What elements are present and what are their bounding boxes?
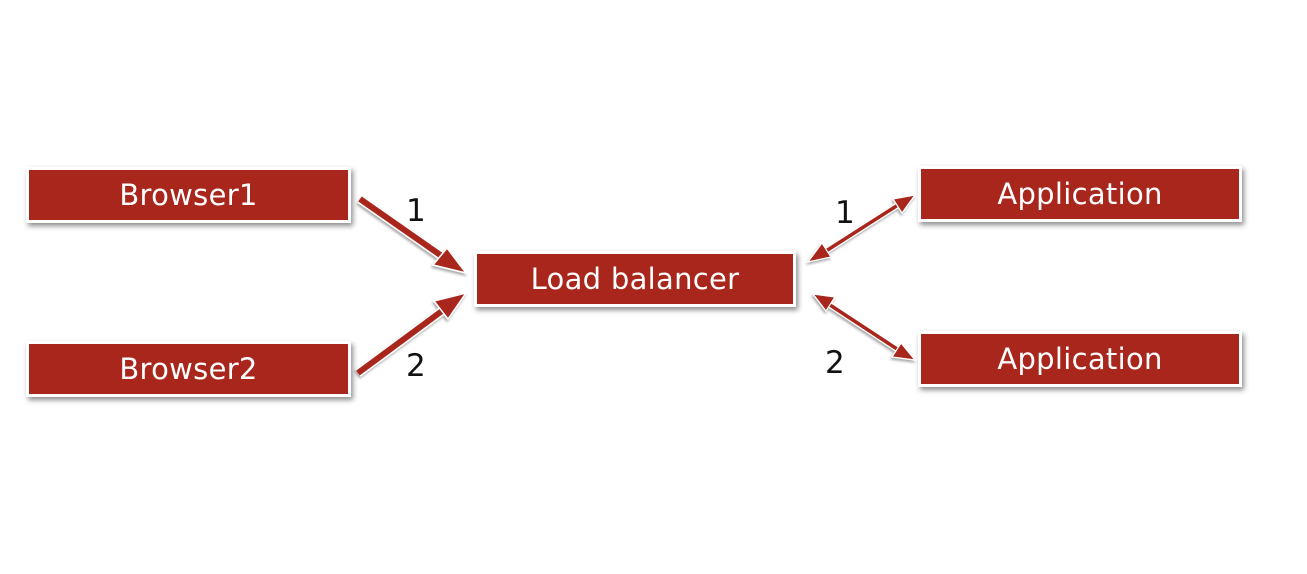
application-2-label: Application	[997, 342, 1163, 376]
browser2-box: Browser2	[26, 341, 351, 397]
edge-label-browser1-lb: 1	[406, 193, 426, 229]
edge-label-lb-app1: 1	[835, 195, 855, 231]
edge-label-browser2-lb: 2	[406, 348, 426, 384]
load-balancer-box: Load balancer	[474, 251, 796, 307]
browser2-label: Browser2	[119, 352, 258, 386]
arrow-lb-app2-bidirectional	[811, 293, 917, 361]
arrow-lb-app1-bidirectional	[806, 194, 917, 263]
browser1-box: Browser1	[26, 167, 351, 223]
browser1-label: Browser1	[119, 178, 258, 212]
arrow-browser2-to-lb	[355, 291, 468, 377]
application-2-box: Application	[918, 331, 1242, 387]
edge-label-lb-app2: 2	[825, 345, 845, 381]
arrow-browser1-to-lb	[357, 195, 468, 275]
application-1-box: Application	[918, 166, 1242, 222]
application-1-label: Application	[997, 177, 1163, 211]
load-balancer-label: Load balancer	[530, 262, 740, 296]
